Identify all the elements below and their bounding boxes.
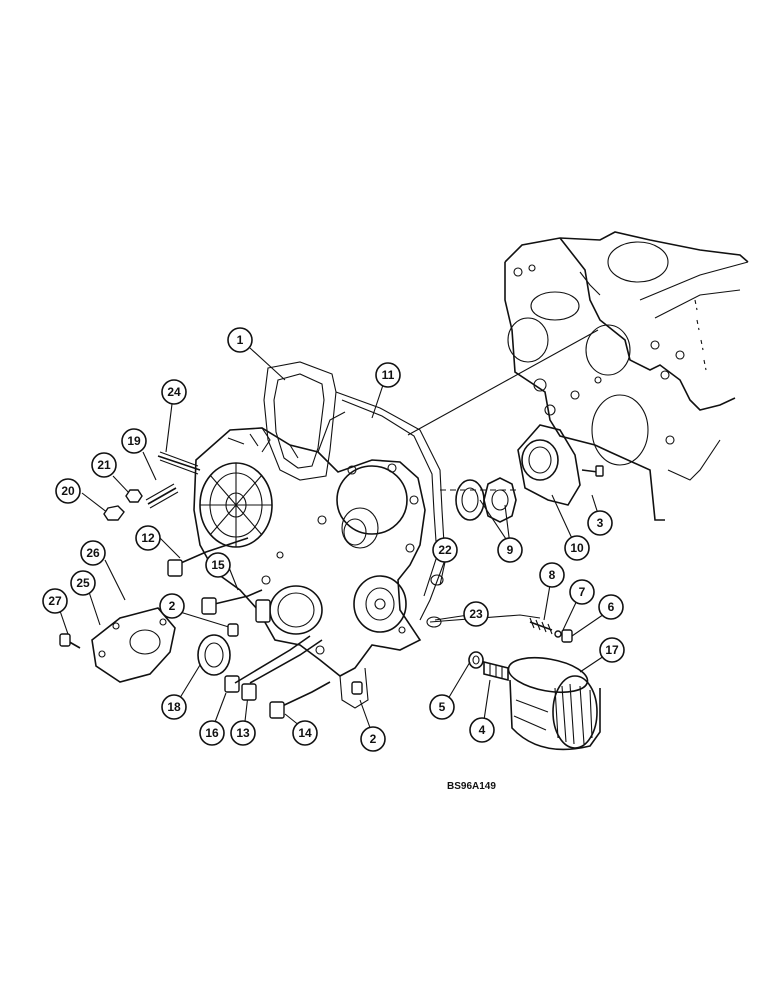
callout-23: 23	[463, 601, 489, 627]
callout-24: 24	[161, 379, 187, 405]
callout-4: 4	[469, 717, 495, 743]
callout-6: 6	[598, 594, 624, 620]
svg-text:3: 3	[597, 516, 604, 530]
callout-2-lower: 2	[360, 726, 386, 752]
svg-text:5: 5	[439, 700, 446, 714]
svg-text:1: 1	[237, 333, 244, 347]
callout-12: 12	[135, 525, 161, 551]
svg-text:20: 20	[61, 484, 75, 498]
callout-8: 8	[539, 562, 565, 588]
svg-text:11: 11	[382, 368, 395, 382]
front-cover-gasket	[263, 361, 446, 621]
svg-text:10: 10	[570, 541, 584, 555]
svg-text:14: 14	[298, 726, 312, 740]
svg-text:4: 4	[479, 723, 486, 737]
svg-text:26: 26	[86, 546, 100, 560]
svg-text:15: 15	[211, 558, 225, 572]
svg-text:25: 25	[76, 576, 90, 590]
svg-text:12: 12	[141, 531, 155, 545]
svg-text:7: 7	[579, 585, 586, 599]
svg-text:24: 24	[167, 385, 181, 399]
callout-3: 3	[587, 510, 613, 536]
svg-text:2: 2	[370, 732, 377, 746]
relief-valve-parts	[468, 617, 573, 682]
callout-13: 13	[230, 720, 256, 746]
callout-21: 21	[91, 452, 117, 478]
callout-7: 7	[569, 579, 595, 605]
svg-text:6: 6	[608, 600, 615, 614]
callout-22: 22	[432, 537, 458, 563]
callout-1: 1	[227, 327, 253, 353]
fasteners	[103, 451, 541, 719]
callout-9: 9	[497, 537, 523, 563]
callout-20: 20	[55, 478, 81, 504]
svg-text:8: 8	[549, 568, 556, 582]
oil-pump-assembly	[455, 424, 604, 523]
svg-text:19: 19	[127, 434, 141, 448]
callout-27: 27	[42, 588, 68, 614]
svg-text:13: 13	[236, 726, 250, 740]
oil-filter	[507, 656, 601, 751]
front-cover-housing	[193, 411, 426, 709]
callout-15: 15	[205, 552, 231, 578]
figure-code: BS96A149	[447, 781, 496, 792]
svg-text:22: 22	[438, 543, 452, 557]
svg-text:16: 16	[205, 726, 219, 740]
svg-text:9: 9	[507, 543, 514, 557]
callout-11: 11	[375, 362, 401, 388]
callout-5: 5	[429, 694, 455, 720]
callout-2-upper: 2	[159, 593, 185, 619]
callout-10: 10	[564, 535, 590, 561]
svg-text:17: 17	[605, 643, 619, 657]
callout-16: 16	[199, 720, 225, 746]
svg-text:27: 27	[48, 594, 62, 608]
callout-25: 25	[70, 570, 96, 596]
cover-plate	[59, 607, 176, 683]
callout-19: 19	[121, 428, 147, 454]
leader-lines	[57, 329, 611, 737]
svg-text:2: 2	[169, 599, 176, 613]
callout-18: 18	[161, 694, 187, 720]
engine-block	[504, 231, 749, 521]
callout-17: 17	[599, 637, 625, 663]
svg-text:21: 21	[97, 458, 111, 472]
svg-text:18: 18	[167, 700, 181, 714]
svg-text:23: 23	[469, 607, 483, 621]
callout-14: 14	[292, 720, 318, 746]
callout-26: 26	[80, 540, 106, 566]
